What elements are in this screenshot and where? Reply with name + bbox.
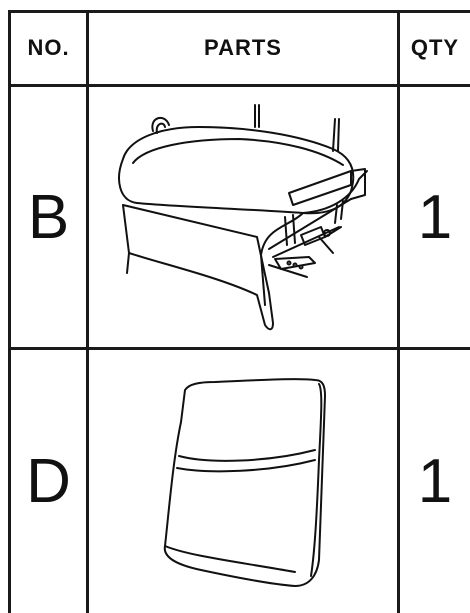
backrest-cushion-icon <box>163 378 326 587</box>
row-b-qty: 1 <box>417 182 453 252</box>
col-divider-1 <box>86 10 89 613</box>
table-top-border <box>10 10 470 13</box>
header-bottom-border <box>10 84 470 87</box>
row-divider <box>10 347 470 350</box>
header-parts: PARTS <box>204 35 282 60</box>
header-qty: QTY <box>410 35 460 60</box>
col-divider-2 <box>397 10 400 613</box>
left-border <box>8 10 11 613</box>
row-d-no: D <box>26 447 71 516</box>
seat-base-with-recliner-mechanism-icon <box>118 104 368 331</box>
header-no: NO. <box>27 35 70 60</box>
row-d-qty: 1 <box>417 447 453 516</box>
row-b-no: B <box>27 182 70 252</box>
